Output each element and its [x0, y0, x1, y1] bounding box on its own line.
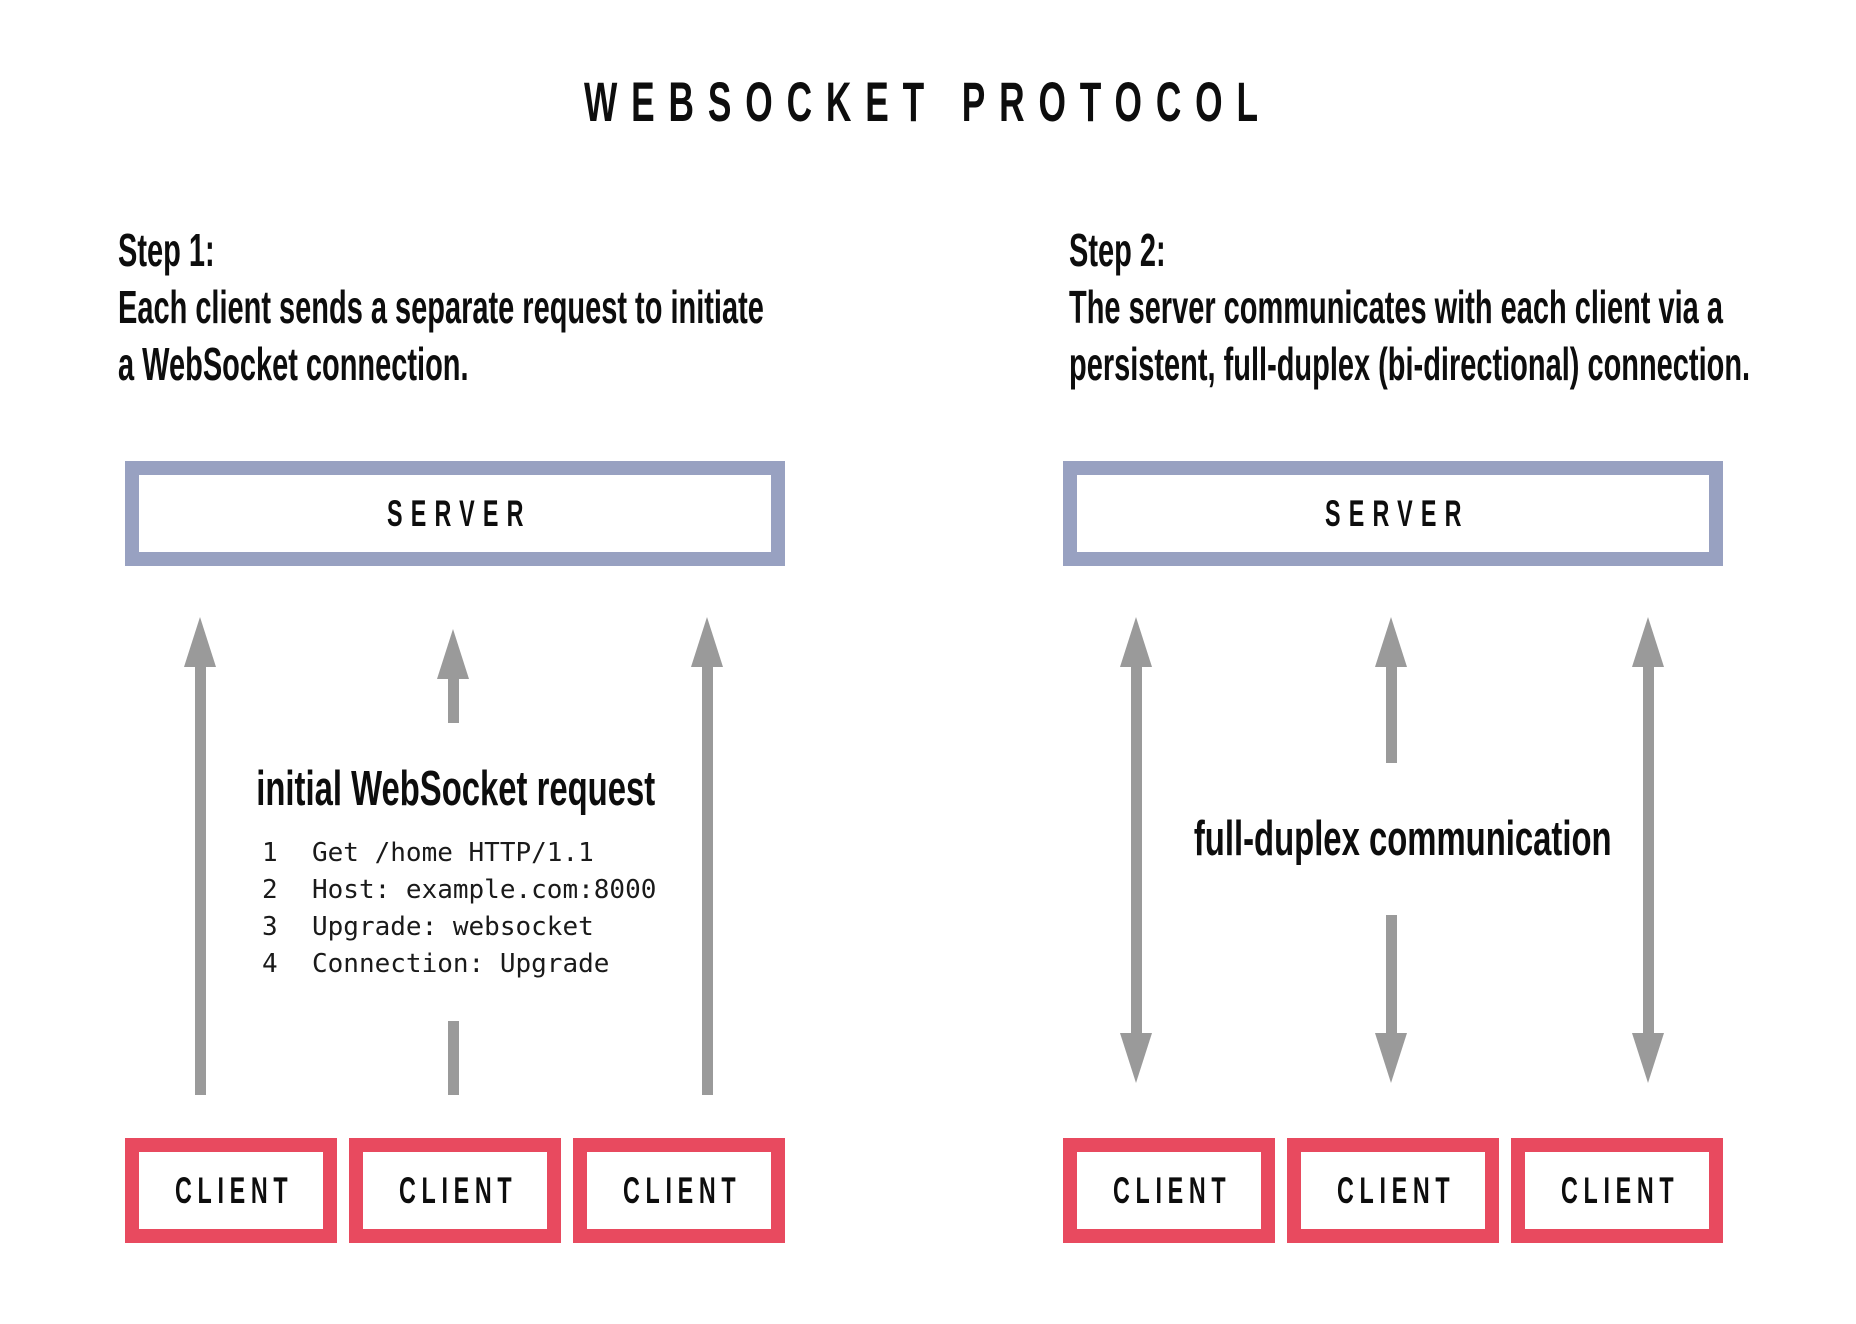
- code-line: 4 Connection: Upgrade: [262, 945, 656, 982]
- client2-request-up-arrow: [437, 629, 469, 723]
- arrow-shaft: [1642, 659, 1654, 1041]
- annotation-full-duplex-communication: full-duplex communication: [1193, 812, 1612, 866]
- client2-duplex-arrow-down: [1375, 915, 1407, 1083]
- step2-line-2: persistent, full-duplex (bi-directional)…: [1069, 338, 1751, 390]
- code-line: 3 Upgrade: websocket: [262, 908, 656, 945]
- page-title: WEBSOCKET PROTOCOL: [0, 72, 1856, 132]
- code-line-text: Host: example.com:8000: [312, 874, 657, 905]
- down-arrowhead-icon: [1120, 1033, 1152, 1083]
- client-box: CLIENT: [573, 1138, 785, 1243]
- down-arrowhead-icon: [1632, 1033, 1664, 1083]
- step1-line-2: a WebSocket connection.: [118, 338, 469, 390]
- arrow-shaft: [1385, 915, 1397, 1041]
- step1-line-1: Each client sends a separate request to …: [118, 281, 764, 333]
- code-line: 2 Host: example.com:8000: [262, 871, 656, 908]
- up-arrowhead-icon: [1120, 617, 1152, 667]
- client-label: CLIENT: [398, 1169, 517, 1211]
- client2-duplex-arrow-up: [1375, 617, 1407, 763]
- code-line-text: Upgrade: websocket: [312, 911, 594, 942]
- client2-request-arrow-tail: [448, 1021, 459, 1095]
- client3-duplex-arrow: [1632, 617, 1664, 1083]
- down-arrowhead-icon: [1375, 1033, 1407, 1083]
- code-line-number: 2: [262, 874, 278, 905]
- step2-caption: Step 2: The server communicates with eac…: [1069, 222, 1856, 393]
- code-line-number: 1: [262, 837, 278, 868]
- client-label: CLIENT: [1112, 1169, 1231, 1211]
- step1-heading: Step 1:: [118, 224, 215, 276]
- client-label: CLIENT: [1560, 1169, 1679, 1211]
- client-label: CLIENT: [174, 1169, 293, 1211]
- up-arrowhead-icon: [437, 629, 469, 679]
- up-arrowhead-icon: [1375, 617, 1407, 667]
- step2-heading: Step 2:: [1069, 224, 1166, 276]
- client1-duplex-arrow: [1120, 617, 1152, 1083]
- client-label: CLIENT: [1336, 1169, 1455, 1211]
- code-line-text: Get /home HTTP/1.1: [312, 837, 594, 868]
- client-label: CLIENT: [622, 1169, 741, 1211]
- code-line: 1 Get /home HTTP/1.1: [262, 834, 656, 871]
- up-arrowhead-icon: [691, 617, 723, 667]
- server-label: SERVER: [1324, 492, 1470, 534]
- server-box-step2: SERVER: [1063, 461, 1723, 566]
- client1-request-up-arrow: [184, 617, 216, 1095]
- arrow-shaft: [1385, 659, 1397, 763]
- up-arrowhead-icon: [1632, 617, 1664, 667]
- page-title-text: WEBSOCKET PROTOCOL: [584, 70, 1272, 133]
- server-label: SERVER: [386, 492, 532, 534]
- step1-caption: Step 1: Each client sends a separate req…: [118, 222, 1143, 393]
- server-box-step1: SERVER: [125, 461, 785, 566]
- arrow-shaft: [447, 671, 459, 723]
- arrow-shaft: [194, 659, 206, 1095]
- client-box: CLIENT: [125, 1138, 337, 1243]
- step2-line-1: The server communicates with each client…: [1069, 281, 1723, 333]
- client-box: CLIENT: [349, 1138, 561, 1243]
- up-arrowhead-icon: [184, 617, 216, 667]
- arrow-shaft: [701, 659, 713, 1095]
- arrow-shaft: [1130, 659, 1142, 1041]
- code-line-number: 3: [262, 911, 278, 942]
- code-line-number: 4: [262, 948, 278, 979]
- annotation-initial-websocket-request: initial WebSocket request: [256, 762, 656, 816]
- http-request-code: 1 Get /home HTTP/1.1 2 Host: example.com…: [262, 834, 656, 982]
- client-box: CLIENT: [1063, 1138, 1275, 1243]
- client-box: CLIENT: [1287, 1138, 1499, 1243]
- client-box: CLIENT: [1511, 1138, 1723, 1243]
- code-line-text: Connection: Upgrade: [312, 948, 610, 979]
- client3-request-up-arrow: [691, 617, 723, 1095]
